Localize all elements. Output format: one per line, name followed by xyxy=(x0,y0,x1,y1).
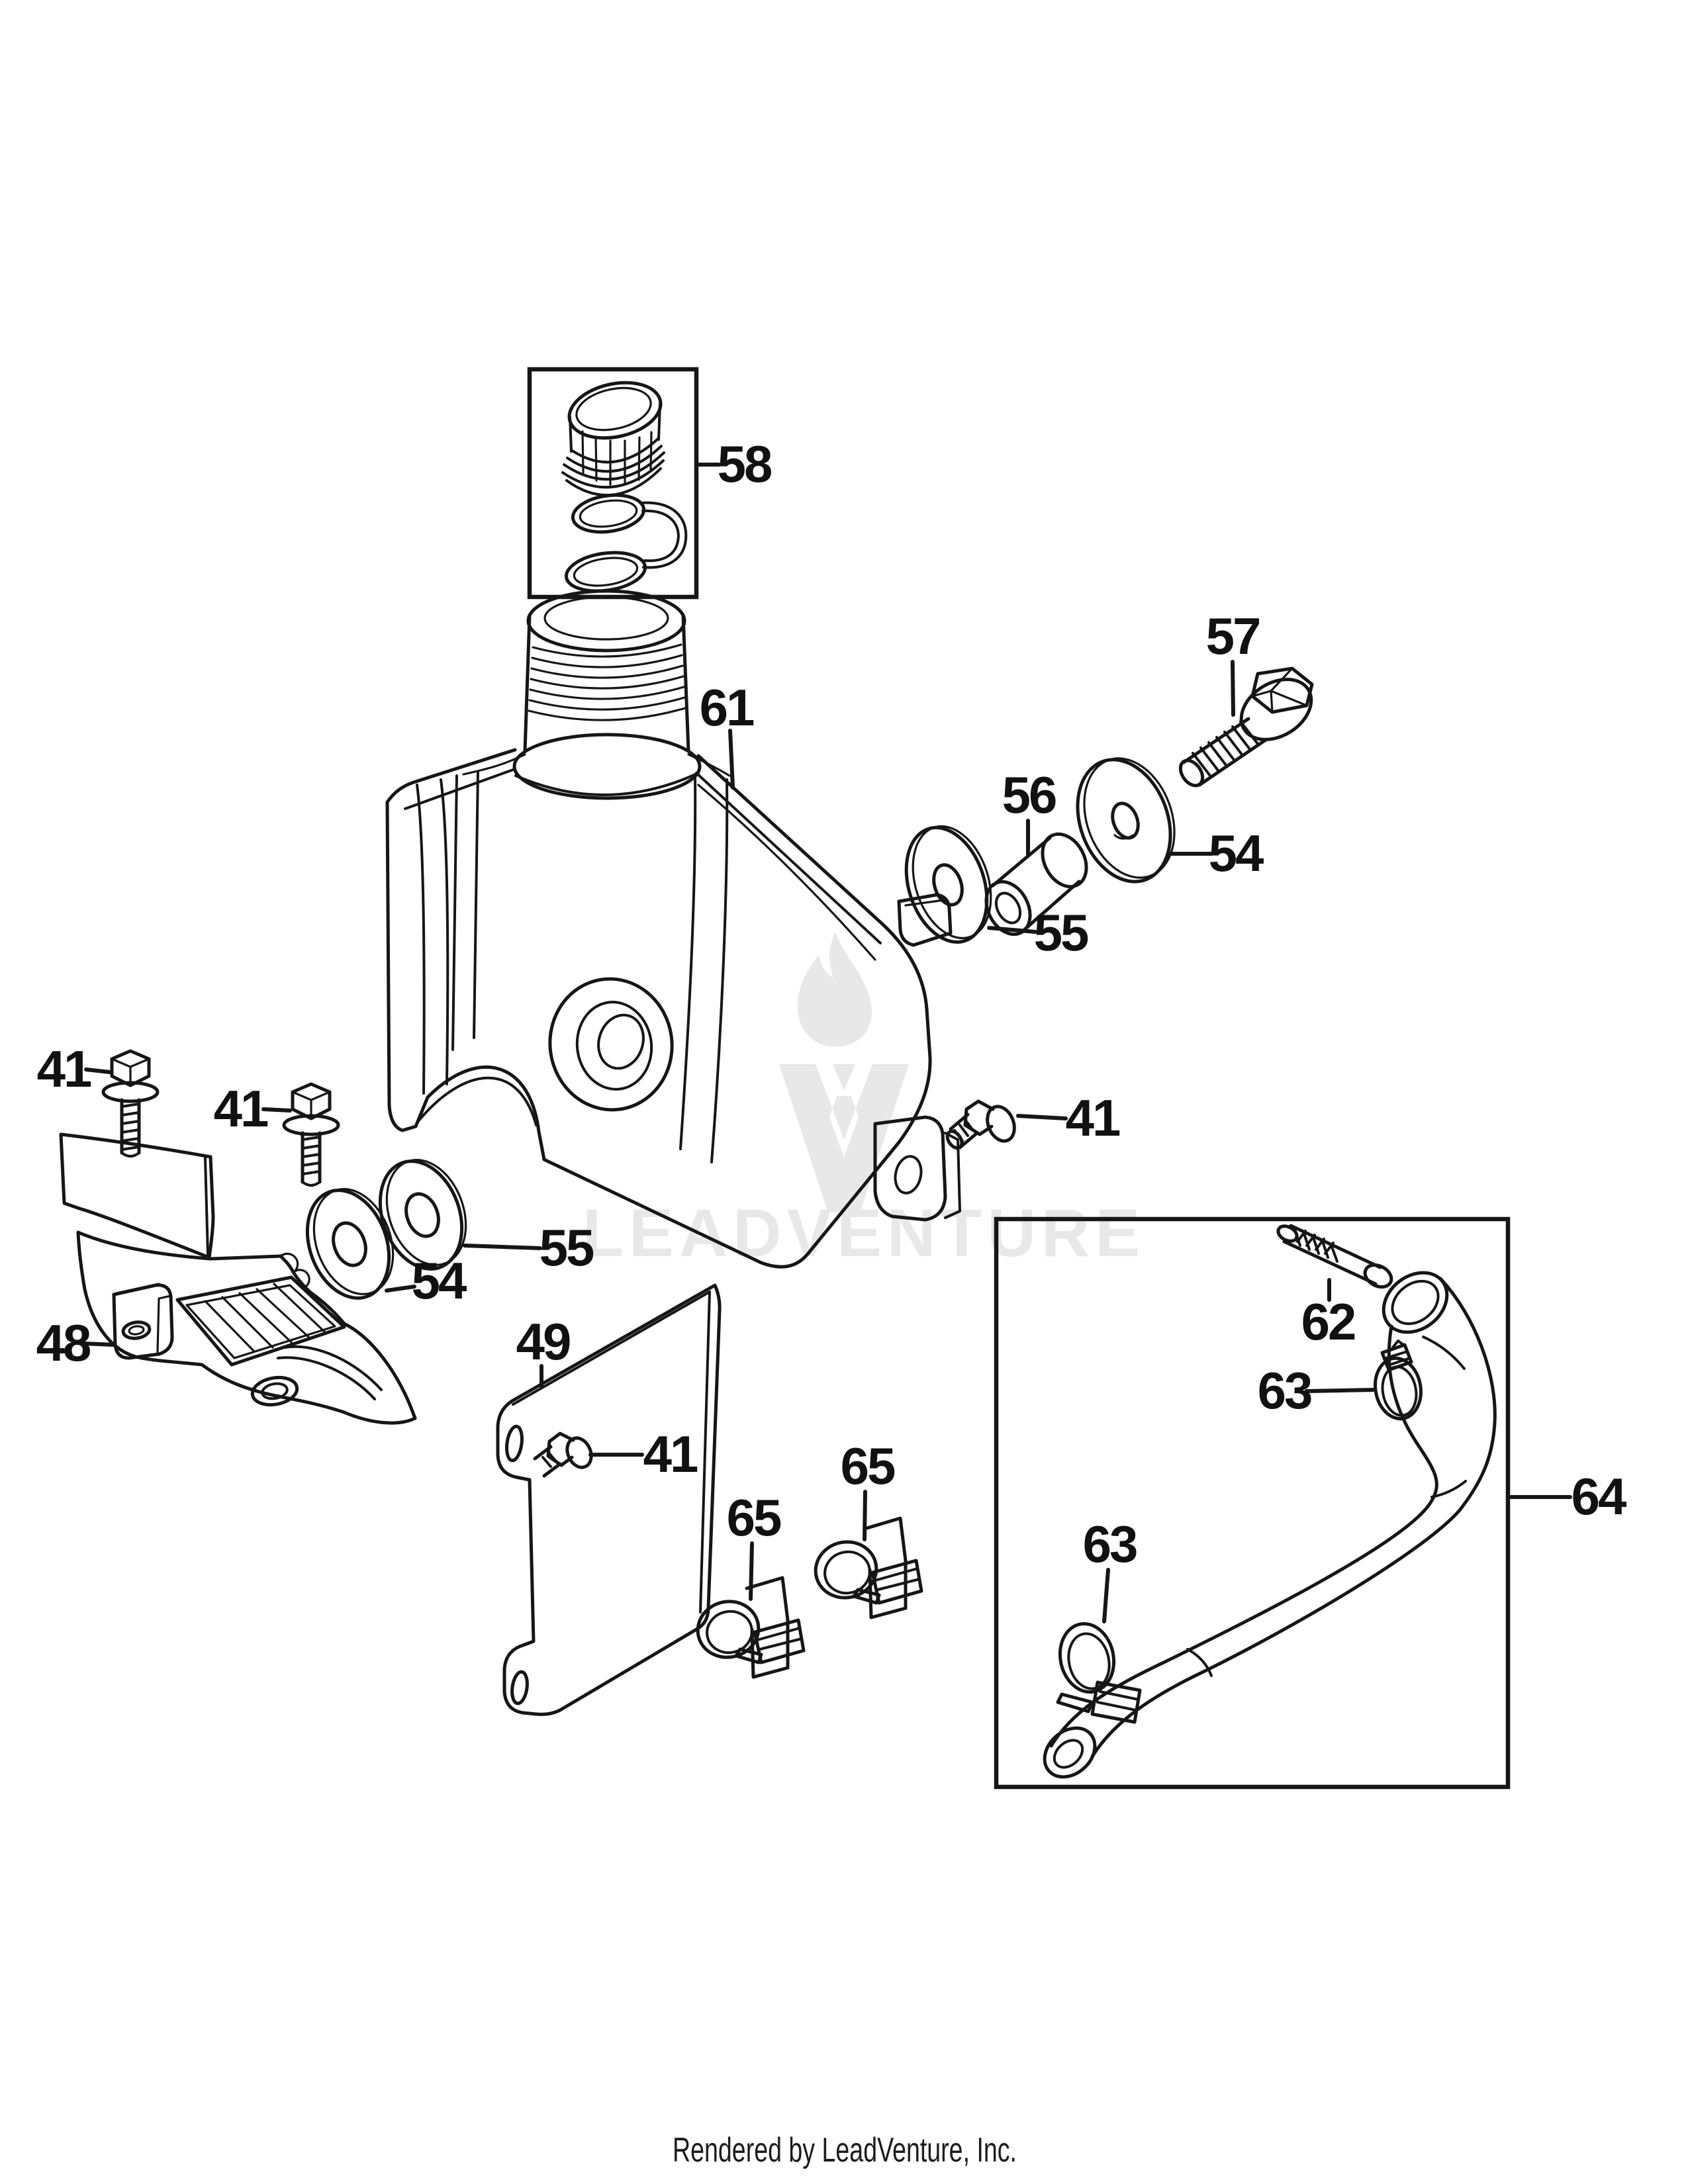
heat-shield-lower-lobe xyxy=(250,1345,383,1407)
washer-55-left xyxy=(378,1159,467,1271)
watermark-v-monogram-icon xyxy=(779,1064,909,1212)
callout-49[interactable]: 49 xyxy=(516,1312,572,1371)
callout-58[interactable]: 58 xyxy=(718,435,773,493)
fuel-tank-filler-neck xyxy=(512,589,702,800)
watermark-logo xyxy=(779,932,909,1212)
callout-57[interactable]: 57 xyxy=(1206,607,1262,665)
flange-bolt-41-mid xyxy=(282,1082,340,1187)
fuel-tank-body xyxy=(385,748,932,1269)
watermark-text: LEADVENTURE xyxy=(583,1195,1145,1271)
footer-credit: Rendered by LeadVenture, Inc. xyxy=(673,2131,1017,2169)
callout-54-right[interactable]: 54 xyxy=(1209,824,1266,882)
callout-64[interactable]: 64 xyxy=(1571,1467,1628,1525)
fuel-tank-boss xyxy=(548,977,674,1112)
washer-54-right xyxy=(1076,757,1176,884)
leader-lines xyxy=(82,463,1572,1623)
dowel-pin-62 xyxy=(1276,1224,1393,1289)
callout-41-right[interactable]: 41 xyxy=(1066,1089,1122,1147)
callout-65-right[interactable]: 65 xyxy=(841,1437,897,1495)
fuel-cap-detail-box xyxy=(527,367,699,600)
fuel-tank-mounting-tab xyxy=(873,1115,961,1222)
callout-56[interactable]: 56 xyxy=(1002,766,1058,824)
callout-labels: 58 61 57 56 54 55 41 41 41 41 48 49 54 5… xyxy=(36,435,1628,1573)
callout-62[interactable]: 62 xyxy=(1301,1293,1357,1351)
heat-shield-ribs xyxy=(175,1275,346,1367)
callout-55-left[interactable]: 55 xyxy=(539,1218,596,1277)
flange-bolt-41-right xyxy=(945,1099,1016,1150)
callout-63-lower[interactable]: 63 xyxy=(1083,1515,1139,1573)
callout-41-mid[interactable]: 41 xyxy=(214,1079,270,1138)
spring-clamp-65-right xyxy=(814,1516,923,1619)
callout-54-left[interactable]: 54 xyxy=(412,1251,469,1310)
callout-55-right[interactable]: 55 xyxy=(1034,903,1090,962)
watermark-flame-icon xyxy=(797,932,872,1047)
spring-clamp-65-left xyxy=(696,1576,806,1679)
fuel-cap-gasket xyxy=(564,493,688,593)
callout-41-top-left[interactable]: 41 xyxy=(37,1040,93,1098)
mounting-plate xyxy=(496,1283,722,1716)
hose-clamp-63-upper xyxy=(1374,1340,1423,1421)
callout-65-left[interactable]: 65 xyxy=(727,1488,783,1547)
washer-55-right xyxy=(904,825,992,944)
spacer-56 xyxy=(984,832,1088,936)
detail-box-frame xyxy=(994,1216,1511,1790)
callout-61[interactable]: 61 xyxy=(700,678,756,737)
heat-shield-boss xyxy=(112,1283,174,1360)
heat-shield xyxy=(59,1132,417,1425)
flange-bolt-57 xyxy=(1178,666,1314,788)
callout-63-upper[interactable]: 63 xyxy=(1258,1361,1313,1420)
fuel-cap xyxy=(561,381,665,497)
callout-41-plate[interactable]: 41 xyxy=(643,1425,700,1483)
flange-bolt-41-plate xyxy=(533,1432,593,1478)
hose-clamp-63-lower xyxy=(1056,1621,1142,1724)
hose-detail-box xyxy=(994,1216,1511,1790)
callout-48[interactable]: 48 xyxy=(36,1314,92,1372)
fuel-tank xyxy=(385,589,961,1269)
